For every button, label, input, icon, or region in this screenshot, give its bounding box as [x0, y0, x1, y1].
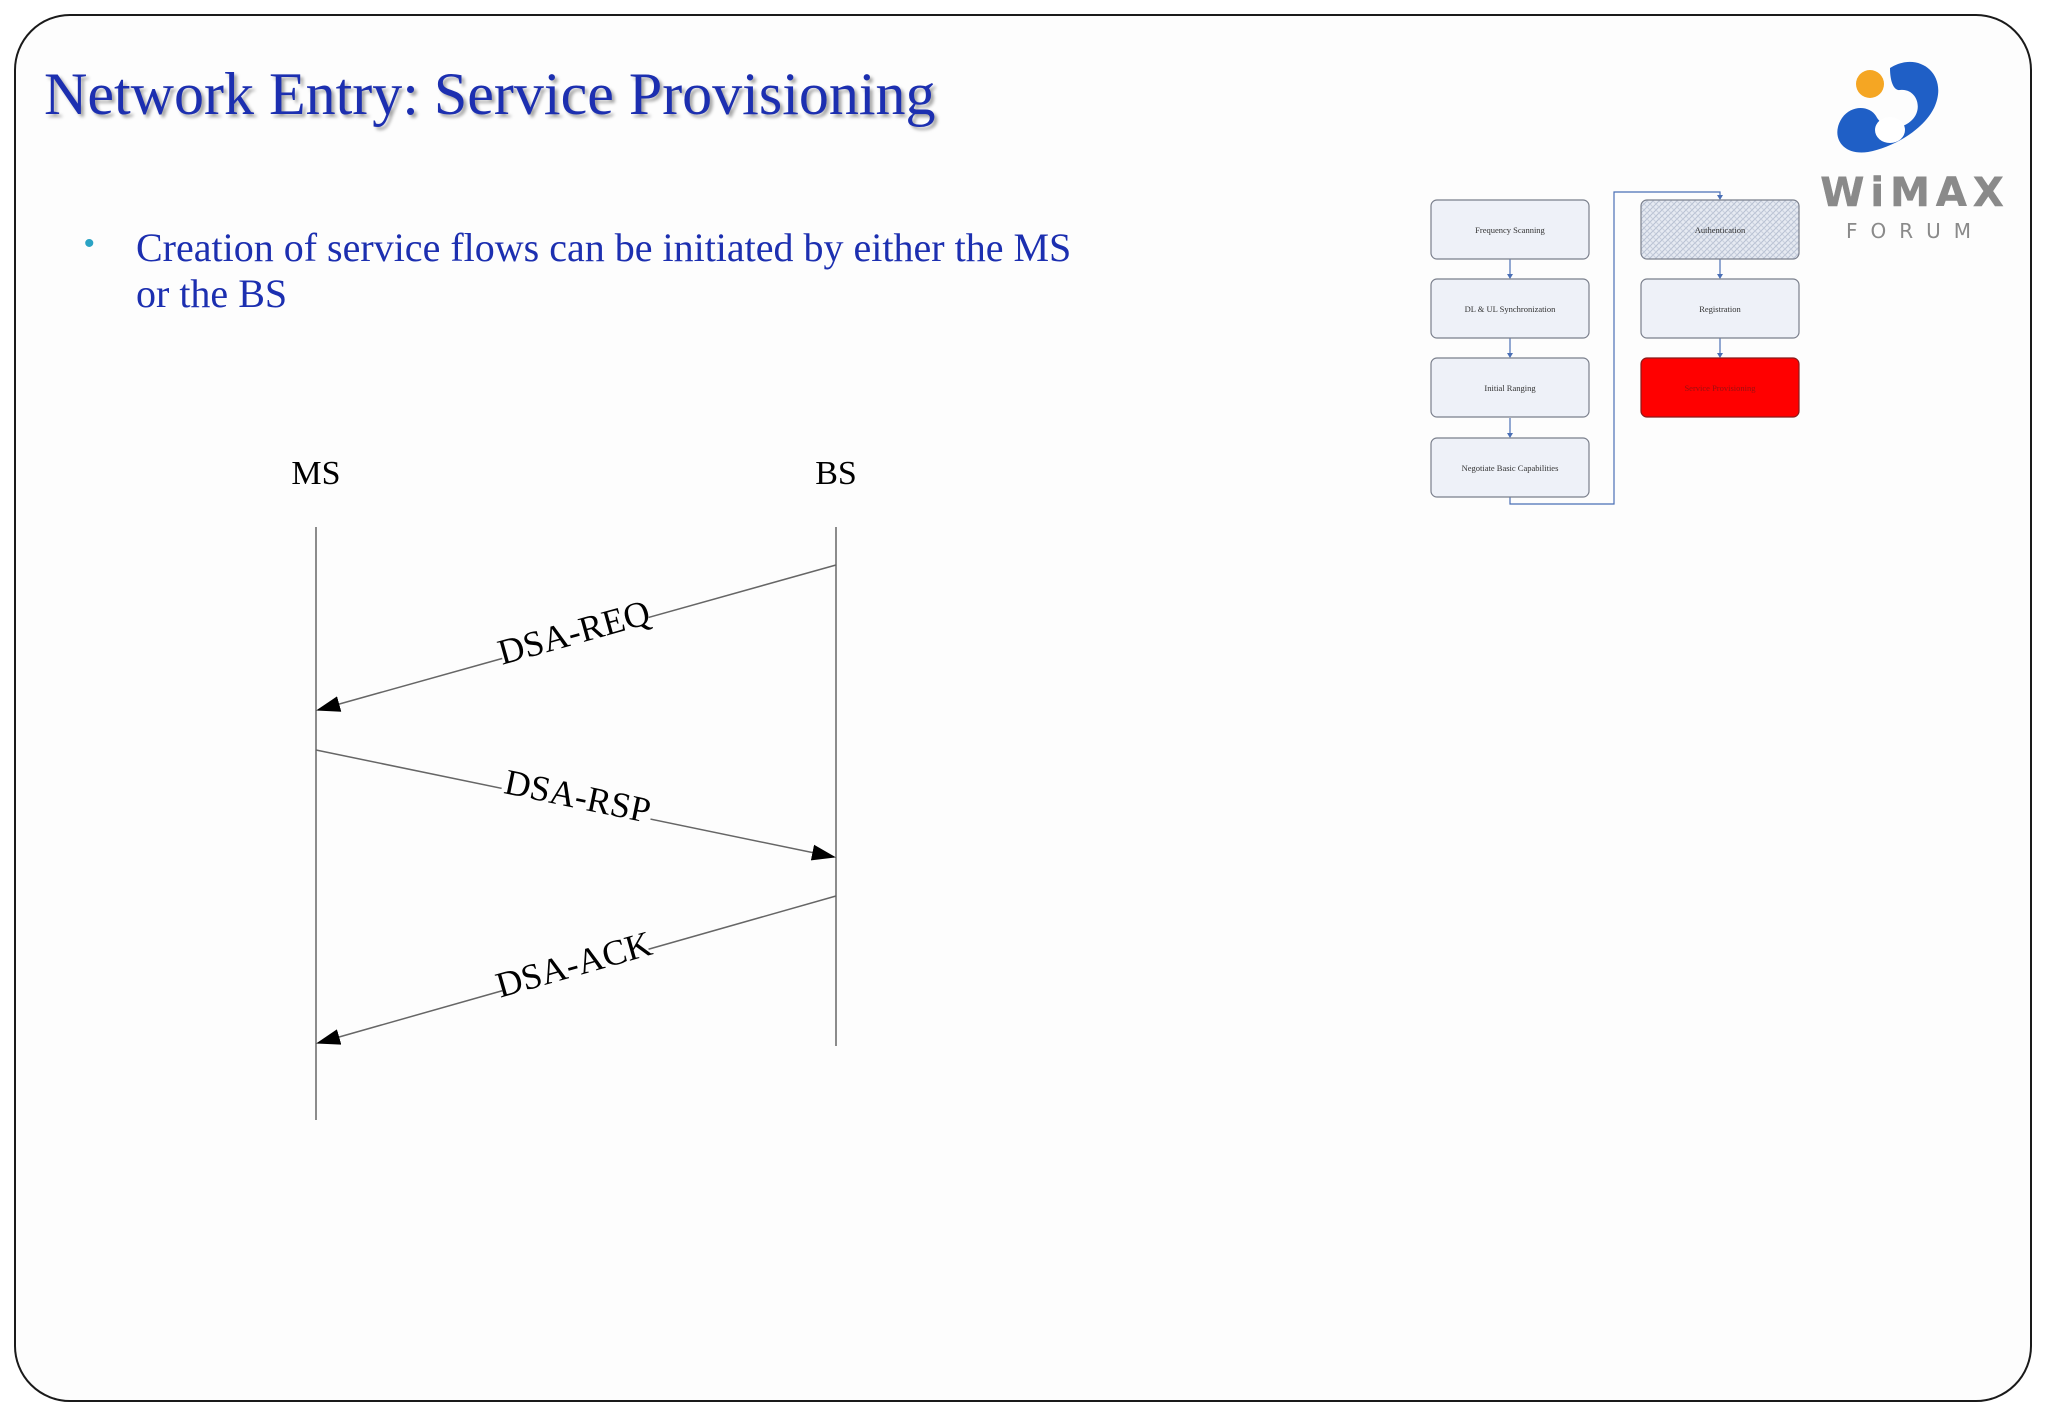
flow-step: Frequency Scanning — [1430, 199, 1590, 260]
wimax-logo-subword: FORUM — [1846, 219, 1984, 243]
flow-step: Authentication — [1640, 199, 1800, 260]
flow-step: Initial Ranging — [1430, 357, 1590, 418]
flow-step-current: Service Provisioning — [1640, 357, 1800, 418]
flow-step-label: DL & UL Synchronization — [1465, 304, 1556, 314]
lifeline-label-bs: BS — [815, 455, 857, 492]
flow-step-label: Frequency Scanning — [1475, 225, 1545, 235]
flow-step-label: Authentication — [1695, 225, 1746, 235]
lifeline-label-ms: MS — [291, 455, 340, 492]
flow-step: Registration — [1640, 278, 1800, 339]
flow-step-label: Initial Ranging — [1484, 383, 1536, 393]
bullet-text: Creation of service flows can be initiat… — [136, 225, 1072, 316]
bullet-dot-icon: • — [84, 227, 95, 260]
flow-step: Negotiate Basic Capabilities — [1430, 437, 1590, 498]
flow-step: DL & UL Synchronization — [1430, 278, 1590, 339]
slide-title: Network Entry: Service Provisioning — [44, 61, 936, 127]
flow-step-label: Registration — [1699, 304, 1741, 314]
flow-step-label: Service Provisioning — [1684, 383, 1756, 393]
wimax-logo-mark-icon — [1837, 61, 1939, 153]
wimax-forum-logo: WiMAX FORUM — [1820, 61, 2009, 243]
wimax-logo-word: WiMAX — [1820, 170, 2009, 216]
flow-step-label: Negotiate Basic Capabilities — [1462, 463, 1559, 473]
